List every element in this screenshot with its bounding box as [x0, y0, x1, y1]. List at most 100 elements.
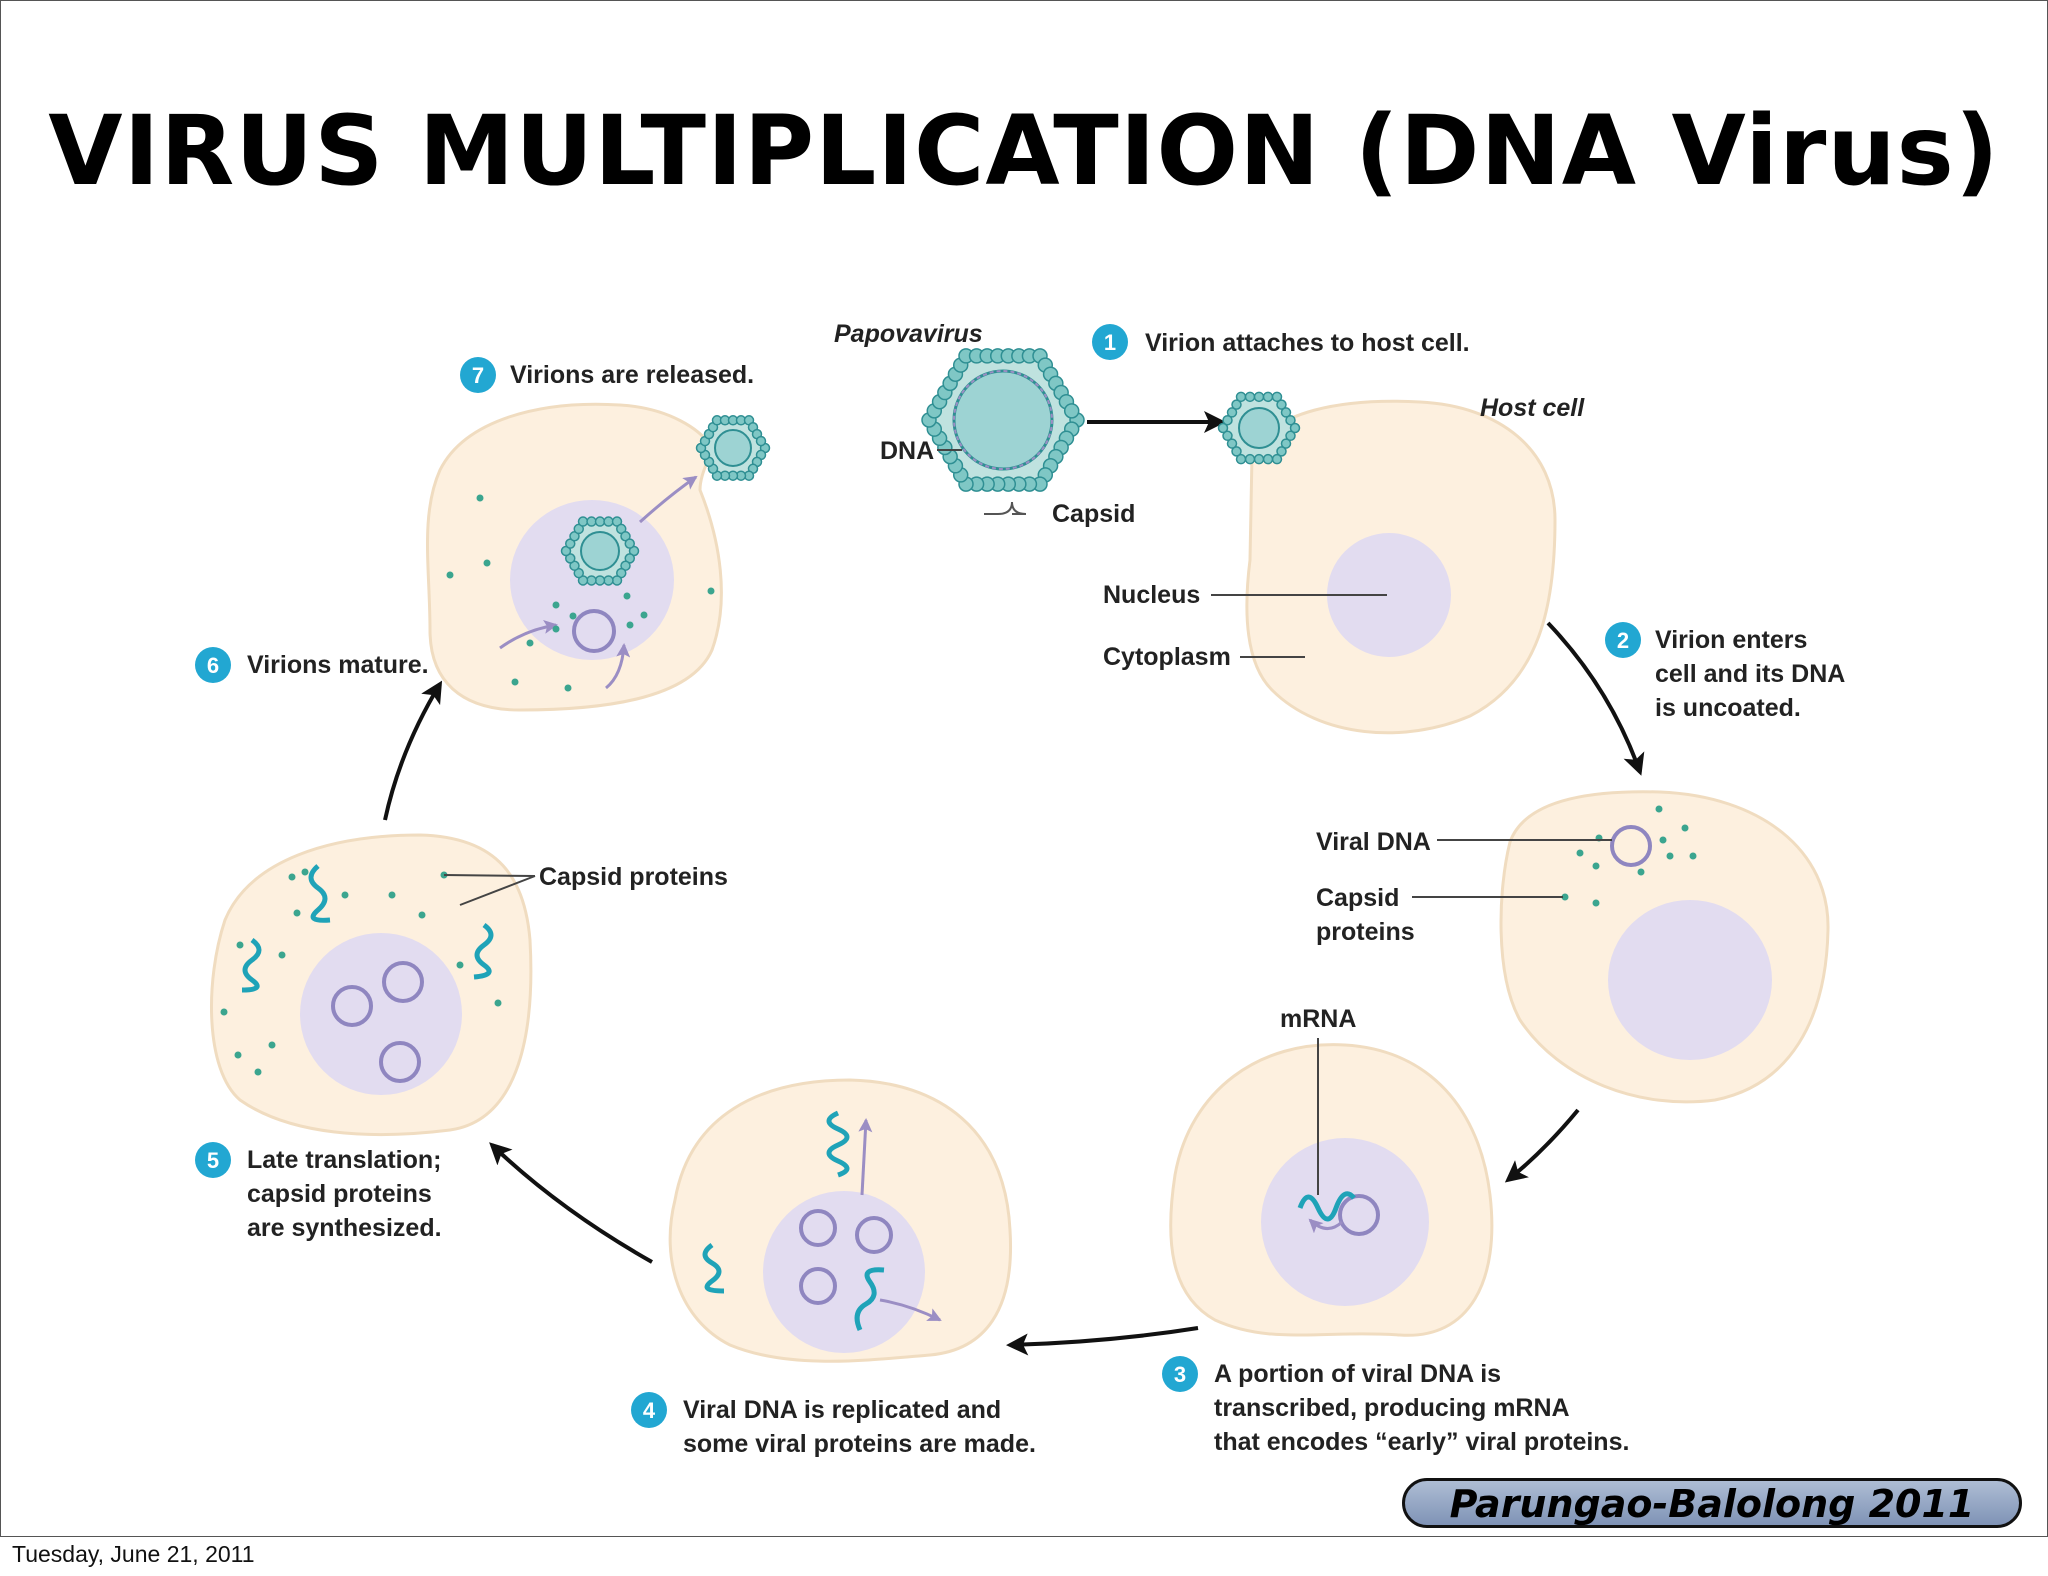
capsid-label: Capsid: [1052, 500, 1135, 528]
capsomer: [1276, 446, 1287, 457]
capsomer: [1244, 391, 1256, 403]
mrna-label: mRNA: [1280, 1005, 1356, 1033]
step-3: 3 A portion of viral DNA is transcribed, p…: [1162, 1356, 1629, 1456]
capsomer: [755, 435, 767, 447]
dna-label: DNA: [880, 437, 934, 465]
step-number: 1: [1104, 330, 1116, 355]
attached-virion: [1217, 391, 1301, 465]
step-caption-line: Virion enters: [1655, 626, 1807, 654]
capsomer: [603, 575, 614, 586]
capsomer: [1262, 453, 1274, 465]
step-caption-line: that encodes “early” viral proteins.: [1214, 1428, 1629, 1456]
step-2: 2 Virion enters cell and its DNA is uncoate…: [1605, 622, 1845, 722]
host-cell-label: Host cell: [1480, 394, 1585, 422]
arrow-step6: [383, 680, 443, 821]
footer-date: Tuesday, June 21, 2011: [12, 1541, 255, 1567]
step-badge: [460, 357, 496, 393]
arrow-step4: [1006, 1326, 1199, 1356]
step-caption-line: Virions are released.: [510, 361, 754, 389]
capsid-proteins-label-b: proteins: [1316, 918, 1415, 946]
step-caption-line: Viral DNA is replicated and: [683, 1396, 1001, 1424]
capsomer: [1289, 422, 1301, 434]
capsomer: [1235, 453, 1247, 465]
capsomer: [586, 575, 597, 586]
step-caption-line: capsid proteins: [247, 1180, 432, 1208]
capsomer: [611, 575, 623, 586]
capsomer: [577, 516, 589, 527]
capsomer: [1253, 453, 1265, 465]
step-caption-line: is uncoated.: [1655, 694, 1801, 722]
capsomer: [1235, 391, 1247, 403]
step-caption-line: Virion attaches to host cell.: [1145, 329, 1470, 357]
capsomer: [1231, 399, 1242, 410]
capsomer: [603, 516, 614, 527]
arrow-step5: [489, 1142, 653, 1264]
capsomer: [1226, 438, 1238, 449]
step-number: 3: [1174, 1362, 1186, 1387]
capsomer: [1276, 399, 1287, 410]
step-caption-line: transcribed, producing mRNA: [1214, 1394, 1570, 1422]
step-badge: [1092, 324, 1128, 360]
papovavirus-virion: [921, 348, 1085, 515]
step-caption-line: Late translation;: [247, 1146, 441, 1174]
capsomer: [1244, 453, 1256, 465]
step-number: 6: [207, 653, 219, 678]
arrow-step2: [1546, 621, 1645, 776]
step-caption-line: cell and its DNA: [1655, 660, 1845, 688]
capsomer: [1262, 391, 1274, 403]
capsomer: [594, 575, 606, 586]
step-6: 6 Virions mature.: [195, 647, 429, 683]
cell-late-translation: [210, 833, 533, 1137]
capsomer: [1217, 422, 1229, 434]
capsomer: [1253, 391, 1265, 403]
step-number: 4: [643, 1398, 656, 1423]
nucleus-label: Nucleus: [1103, 581, 1200, 609]
viral-dna-label: Viral DNA: [1316, 828, 1431, 856]
credit-badge: Parungao-Balolong 2011: [1402, 1478, 2022, 1528]
papovavirus-label: Papovavirus: [834, 320, 983, 348]
slide: [0, 0, 2048, 1537]
step-5: 5 Late translation; capsid proteins are syn…: [195, 1142, 442, 1242]
capsomer: [1280, 438, 1292, 449]
step-caption-line: A portion of viral DNA is: [1214, 1360, 1501, 1388]
capsid-proteins-label: Capsid proteins: [539, 863, 728, 891]
step-number: 7: [472, 363, 484, 388]
step-caption-line: Virions mature.: [247, 651, 429, 679]
step-badge: [631, 1392, 667, 1428]
capsomer: [1271, 391, 1283, 403]
capsomer: [1231, 446, 1242, 457]
host-cell: [1245, 399, 1557, 735]
step-badge: [1162, 1356, 1198, 1392]
step-1: 1 Virion attaches to host cell.: [1092, 324, 1470, 360]
capsomer: [1280, 407, 1292, 418]
capsomer: [1271, 453, 1283, 465]
step-number: 2: [1617, 628, 1629, 653]
step-number: 5: [207, 1148, 219, 1173]
step-captions: 1 Virion attaches to host cell. 2 Virion en…: [195, 324, 1845, 1458]
step-badge: [195, 647, 231, 683]
capsomer: [1285, 430, 1296, 442]
cytoplasm-label: Cytoplasm: [1103, 643, 1231, 671]
capsomer: [594, 516, 606, 527]
capsomer: [1222, 430, 1233, 442]
cell-mature-release: [426, 402, 771, 712]
page-title: VIRUS MULTIPLICATION (DNA Virus): [48, 95, 2000, 207]
capsomer: [586, 516, 597, 527]
capsomer: [624, 538, 635, 549]
capsomer: [1226, 407, 1238, 418]
capsomer-ring: [921, 348, 1085, 492]
cell-replication: [668, 1078, 1013, 1363]
step-badge: [195, 1142, 231, 1178]
capsomer: [1222, 414, 1233, 426]
step-caption-line: are synthesized.: [247, 1214, 442, 1242]
step-badge: [1605, 622, 1641, 658]
capsomer: [1063, 403, 1080, 419]
arrow-step3: [1504, 1108, 1580, 1183]
capsomer: [1285, 414, 1296, 426]
step-7: 7 Virions are released.: [460, 357, 754, 393]
cell-transcription: [1169, 1043, 1494, 1337]
capsid-proteins-label-a: Capsid: [1316, 884, 1399, 912]
cell-uncoated: [1499, 790, 1830, 1104]
